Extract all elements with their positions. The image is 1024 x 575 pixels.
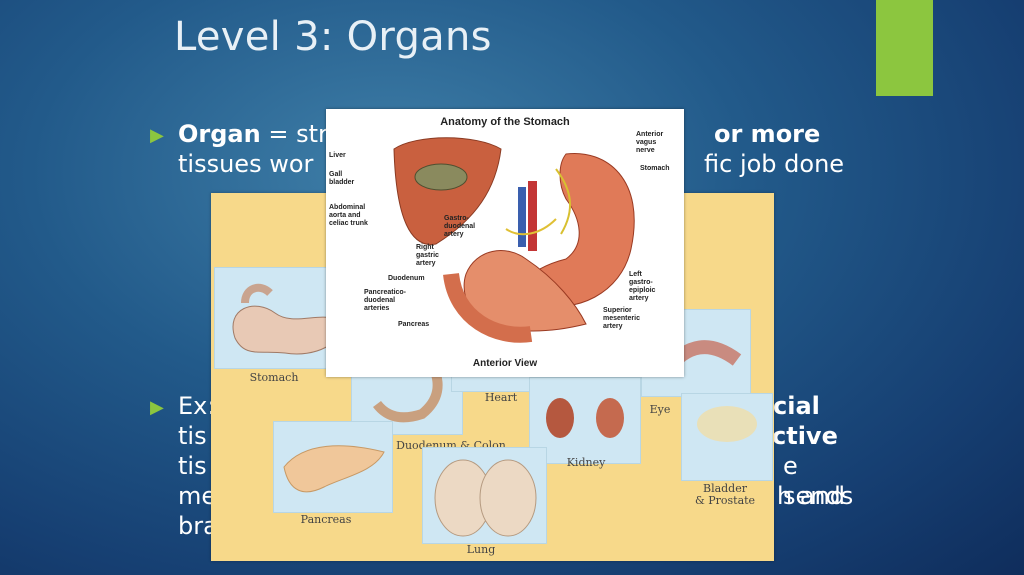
label-kidney: Kidney bbox=[566, 456, 606, 469]
bullet2-text-e: tis bbox=[178, 452, 207, 480]
bullet2-text-g: me bbox=[178, 482, 217, 510]
label-right-gastric: Right gastric artery bbox=[416, 244, 439, 267]
bullet2-text-f: e sends bbox=[783, 452, 854, 510]
stomach-anatomy-image: Anatomy of the Stomach Liver Gall bladde… bbox=[326, 109, 684, 377]
bullet1-text-c: tissues wor bbox=[178, 150, 314, 178]
bullet1-text-d: fic job done bbox=[704, 150, 845, 178]
label-bladder-prostate: Bladder & Prostate bbox=[694, 482, 756, 507]
label-gallbladder: Gall bladder bbox=[329, 171, 355, 186]
label-stomach: Stomach bbox=[640, 165, 670, 172]
bullet1-text-a: = str bbox=[260, 120, 328, 148]
label-stomach: Stomach bbox=[249, 371, 299, 384]
diagram-footer: Anterior View bbox=[472, 358, 538, 369]
label-aorta: Abdominal aorta and celiac trunk bbox=[329, 204, 368, 227]
stomach-anatomy-illustration bbox=[393, 137, 635, 343]
label-superior-mesenteric: Superior mesenteric artery bbox=[603, 307, 640, 330]
label-liver: Liver bbox=[329, 152, 346, 159]
bullet1-term: Organ bbox=[178, 120, 261, 148]
lung-illustration bbox=[434, 459, 537, 537]
pancreas-illustration bbox=[283, 445, 385, 493]
label-lung: Lung bbox=[466, 543, 496, 556]
lung-photo bbox=[422, 447, 547, 544]
kidney-photo bbox=[529, 377, 641, 464]
accent-bar bbox=[876, 0, 933, 96]
label-eye: Eye bbox=[649, 403, 671, 416]
label-pancreas: Pancreas bbox=[300, 513, 352, 526]
bullet2-text-d: ctive bbox=[772, 422, 838, 450]
pancreas-photo bbox=[273, 421, 393, 513]
bladder-photo bbox=[681, 393, 773, 481]
label-pancreas: Pancreas bbox=[398, 321, 430, 328]
label-gastroduodenal: Gastro- duodenal artery bbox=[444, 215, 476, 238]
bullet-arrow-icon: ▶ bbox=[150, 125, 164, 146]
label-anterior-vagus: Anterior vagus nerve bbox=[636, 131, 664, 154]
label-left-gastroepiploic: Left gastro- epiploic artery bbox=[629, 271, 656, 302]
label-pancreaticoduodenal: Pancreatico- duodenal arteries bbox=[364, 289, 407, 312]
bullet2-text-c: tis bbox=[178, 422, 207, 450]
label-heart: Heart bbox=[484, 391, 518, 404]
bullet2-text-a: Ex: bbox=[178, 392, 216, 420]
bullet2-text-b: cial bbox=[773, 392, 820, 420]
bullet1-text-b: or more bbox=[714, 120, 821, 148]
kidney-illustration bbox=[546, 398, 624, 438]
bullet2-text-h: h and bbox=[777, 482, 845, 510]
bullet-arrow-icon: ▶ bbox=[150, 397, 164, 418]
bladder-illustration bbox=[697, 406, 757, 442]
slide-title: Level 3: Organs bbox=[174, 14, 492, 60]
label-duodenum: Duodenum bbox=[388, 275, 425, 282]
diagram-title: Anatomy of the Stomach bbox=[440, 116, 570, 128]
